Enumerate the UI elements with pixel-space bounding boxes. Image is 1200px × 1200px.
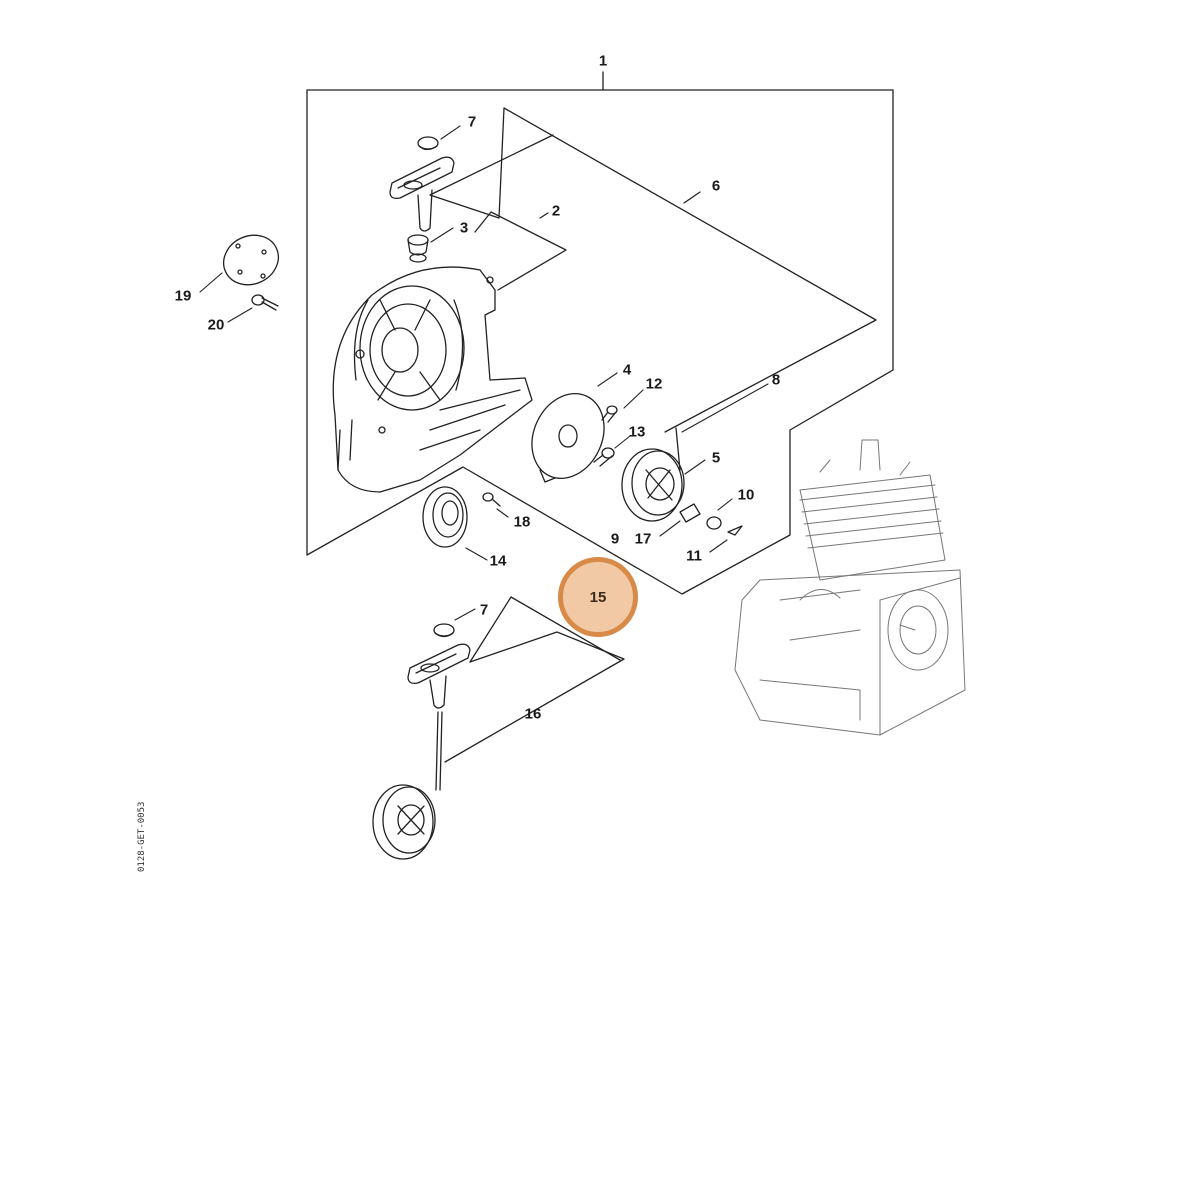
callout-number: 15	[589, 588, 607, 606]
label-part-4: 4	[622, 361, 632, 379]
part-14-rewind-spring	[422, 486, 468, 548]
assembly-bracket-1	[306, 71, 894, 595]
label-part-13: 13	[628, 423, 646, 441]
label-part-1: 1	[598, 52, 608, 70]
label-part-3: 3	[459, 219, 469, 237]
label-part-7-top: 7	[467, 113, 477, 131]
part-17-pawl	[679, 503, 701, 523]
label-part-20: 20	[207, 316, 225, 334]
part-10-washer	[706, 516, 722, 530]
engine-background	[734, 439, 966, 736]
label-part-10: 10	[737, 486, 755, 504]
part-5-rope-rotor	[621, 427, 685, 522]
label-part-5: 5	[711, 449, 721, 467]
label-part-18: 18	[513, 513, 531, 531]
part-20-screw	[251, 294, 279, 311]
part-18-screw	[482, 492, 501, 507]
label-part-6: 6	[711, 177, 721, 195]
highlight-callout-part-15[interactable]: 15	[558, 557, 638, 637]
label-part-16: 16	[524, 705, 542, 723]
label-part-11: 11	[686, 547, 702, 565]
part-19-cover-plate	[223, 234, 279, 286]
bracket-2	[474, 211, 567, 291]
label-part-17: 17	[634, 530, 652, 548]
label-part-2: 2	[551, 202, 561, 220]
part-12-screw	[601, 405, 618, 423]
drawing-reference-code: 0128-GET-0053	[137, 801, 147, 872]
label-part-9: 9	[610, 530, 620, 548]
part-4-disc	[531, 392, 605, 483]
label-part-19: 19	[174, 287, 192, 305]
label-part-14: 14	[489, 552, 507, 570]
leader-lines	[199, 125, 769, 621]
label-part-8: 8	[771, 371, 781, 389]
part-3-grommet	[407, 234, 429, 263]
part-2-fan-housing	[332, 266, 533, 493]
part-16-rope-rotor	[372, 711, 443, 860]
part-handle-bottom	[407, 643, 471, 709]
bracket-6	[429, 107, 877, 433]
part-7-cap-bottom	[433, 623, 455, 638]
label-part-12: 12	[645, 375, 663, 393]
part-13-screw	[593, 447, 615, 467]
part-11-spring	[727, 525, 743, 536]
part-7-cap-top	[417, 136, 439, 151]
bracket-16	[444, 631, 625, 763]
part-handle-top	[389, 156, 455, 232]
label-part-7-bottom: 7	[479, 601, 489, 619]
